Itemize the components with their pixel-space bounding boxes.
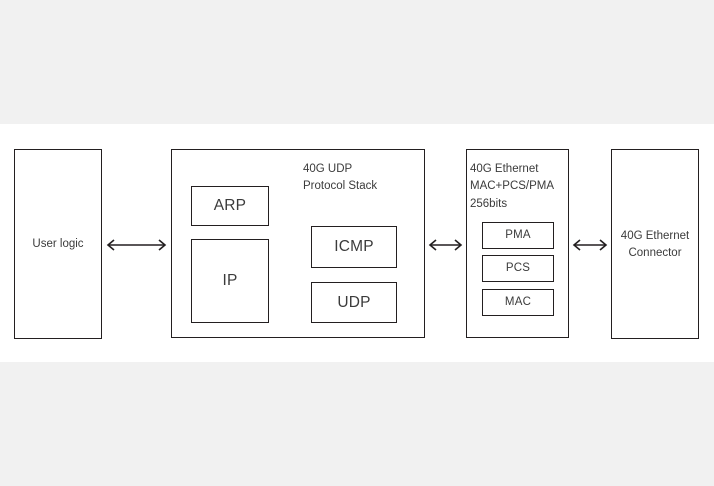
subblock-udp[interactable]: UDP — [311, 282, 397, 323]
subblock-icmp-label: ICMP — [334, 238, 374, 256]
block-eth-connector[interactable] — [611, 149, 699, 339]
subblock-mac[interactable]: MAC — [482, 289, 554, 316]
subblock-ip[interactable]: IP — [191, 239, 269, 323]
double-arrow-icon-udp-stack-to-eth-mac — [425, 234, 466, 256]
subblock-ip-label: IP — [222, 272, 238, 290]
subblock-icmp[interactable]: ICMP — [311, 226, 397, 268]
block-user-logic[interactable] — [14, 149, 102, 339]
double-arrow-icon-eth-mac-to-eth-connector — [569, 234, 611, 256]
block-eth-mac-pcs-pma-label: 40G Ethernet MAC+PCS/PMA 256bits — [470, 163, 555, 210]
subblock-mac-label: MAC — [504, 295, 532, 308]
subblock-arp[interactable]: ARP — [191, 186, 269, 226]
subblock-pcs-label: PCS — [505, 261, 531, 274]
block-udp-protocol-stack-label: 40G UDP Protocol Stack — [303, 163, 378, 193]
subblock-udp-label: UDP — [337, 293, 371, 311]
double-arrow-icon-user-logic-to-udp-stack — [102, 234, 171, 256]
subblock-pcs[interactable]: PCS — [482, 255, 554, 282]
subblock-arp-label: ARP — [213, 197, 247, 215]
block-user-logic-label: User logic — [32, 238, 84, 250]
subblock-pma[interactable]: PMA — [482, 222, 554, 249]
block-eth-connector-label: 40G Ethernet Connector — [620, 230, 690, 259]
subblock-pma-label: PMA — [505, 228, 531, 241]
